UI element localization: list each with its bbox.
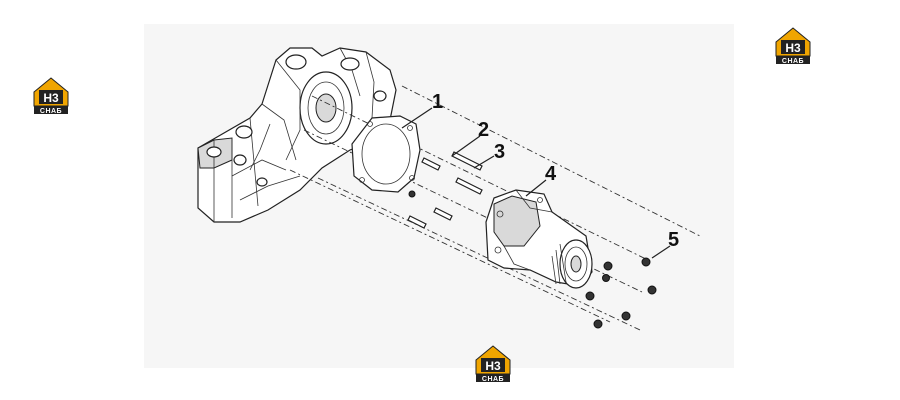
callout-1: 1 bbox=[432, 91, 443, 113]
svg-text:СНАБ: СНАБ bbox=[40, 108, 62, 115]
gasket-part-1 bbox=[351, 115, 421, 193]
watermark-logo-right: H3 СНАБ bbox=[775, 27, 811, 65]
front-cover-housing bbox=[197, 47, 397, 223]
callout-3: 3 bbox=[494, 141, 505, 163]
callout-4: 4 bbox=[545, 163, 557, 185]
studs-part-2-3 bbox=[407, 151, 483, 229]
svg-text:H3: H3 bbox=[485, 359, 501, 373]
svg-text:H3: H3 bbox=[43, 91, 59, 105]
svg-text:СНАБ: СНАБ bbox=[782, 58, 804, 65]
callout-2: 2 bbox=[478, 119, 489, 141]
callout-5: 5 bbox=[668, 229, 679, 251]
watermark-logo-bottom: H3 СНАБ bbox=[475, 345, 511, 383]
svg-text:СНАБ: СНАБ bbox=[482, 376, 504, 383]
nuts-part-5 bbox=[585, 257, 657, 329]
watermark-logo-left: H3 СНАБ bbox=[33, 77, 69, 115]
svg-text:H3: H3 bbox=[785, 41, 801, 55]
water-pump-part-4 bbox=[485, 189, 593, 289]
leader-lines bbox=[401, 107, 671, 259]
